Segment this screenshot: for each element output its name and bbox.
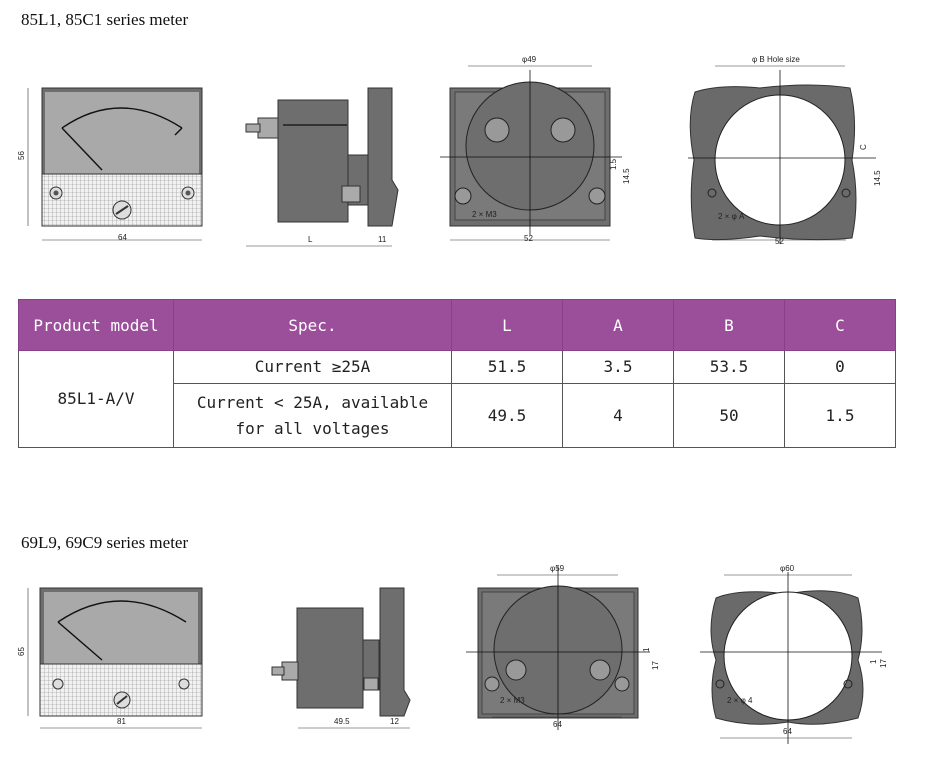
front-width-label: 64: [118, 233, 127, 242]
back-top-label: φ59: [550, 564, 565, 573]
hole-view-69: φ60 1 17 2 × φ 4 64: [700, 564, 888, 744]
back-top-label: φ49: [522, 55, 537, 64]
side-view-85: L 11: [245, 87, 399, 247]
side-thickness-label: 12: [390, 717, 399, 726]
front-height-label: 65: [17, 647, 26, 656]
header-product-model: Product model: [18, 299, 174, 351]
back-v2-label: 14.5: [622, 168, 631, 184]
b-cell: 50: [673, 383, 785, 448]
back-v1-label: 1: [642, 647, 651, 652]
c-cell: 1.5: [784, 383, 896, 448]
front-view-69: 65 81: [17, 587, 203, 729]
back-bottom-label: 52: [524, 234, 533, 243]
header-spec: Spec.: [173, 299, 452, 351]
back-v1-label: 1.5: [609, 158, 618, 170]
hole-holes-label: 2 × φ A: [718, 212, 745, 221]
spec-cell: Current ≥25A: [173, 349, 452, 385]
a-cell: 4: [562, 383, 674, 448]
header-c: C: [784, 299, 896, 351]
section2-drawings: 65 81 49.5 12 φ59 64 1 17 2 × M3: [17, 564, 888, 744]
spec-line-2: for all voltages: [235, 418, 390, 438]
section1-heading: 85L1, 85C1 series meter: [21, 10, 189, 29]
spec-cell: Current < 25A, available for all voltage…: [173, 383, 452, 448]
hole-size-label: φ60: [780, 564, 795, 573]
front-width-label: 81: [117, 717, 126, 726]
hole-c-label: C: [859, 144, 868, 150]
header-b: B: [673, 299, 785, 351]
hole-size-label: φ B Hole size: [752, 55, 800, 64]
back-screws-label: 2 × M3: [472, 210, 497, 219]
table-header-row: Product model Spec. L A B C: [18, 299, 896, 351]
l-cell: 49.5: [451, 383, 563, 448]
header-l: L: [451, 299, 563, 351]
hole-v2-label: 17: [879, 659, 888, 668]
header-a: A: [562, 299, 674, 351]
side-length-label: 49.5: [334, 717, 350, 726]
front-height-label: 56: [17, 151, 26, 160]
hole-v1-label: 1: [869, 659, 878, 664]
model-cell: 85L1-A/V: [18, 350, 174, 448]
back-screws-label: 2 × M3: [500, 696, 525, 705]
hole-width-label: 64: [783, 727, 792, 736]
hole-width-label: 52: [775, 237, 784, 246]
hole-view-85: φ B Hole size C 14.5 2 × φ A 52: [688, 55, 882, 246]
l-cell: 51.5: [451, 349, 563, 385]
back-v2-label: 17: [651, 661, 660, 670]
back-view-69: φ59 64 1 17 2 × M3: [466, 564, 660, 730]
section1-drawings: 56 64 L 11 φ49 52 1.5 14.5 2 × M3: [17, 55, 882, 247]
back-bottom-label: 64: [553, 720, 562, 729]
spec-line-1: Current < 25A, available: [196, 392, 429, 412]
a-cell: 3.5: [562, 349, 674, 385]
c-cell: 0: [784, 349, 896, 385]
front-view-85: 56 64: [17, 87, 203, 242]
side-view-69: 49.5 12: [271, 587, 411, 729]
side-thickness-label: 11: [378, 235, 387, 244]
b-cell: 53.5: [673, 349, 785, 385]
hole-v-label: 14.5: [873, 170, 882, 186]
side-length-label: L: [308, 235, 313, 244]
table-row: Current < 25A, available for all voltage…: [19, 383, 896, 448]
spec-table: Product model Spec. L A B C 85L1-A/V Cur…: [18, 299, 896, 448]
back-view-85: φ49 52 1.5 14.5 2 × M3: [440, 55, 631, 243]
section2-heading: 69L9, 69C9 series meter: [21, 533, 189, 552]
table-row: 85L1-A/V Current ≥25A 51.5 3.5 53.5 0: [18, 349, 896, 448]
hole-holes-label: 2 × φ 4: [727, 696, 753, 705]
